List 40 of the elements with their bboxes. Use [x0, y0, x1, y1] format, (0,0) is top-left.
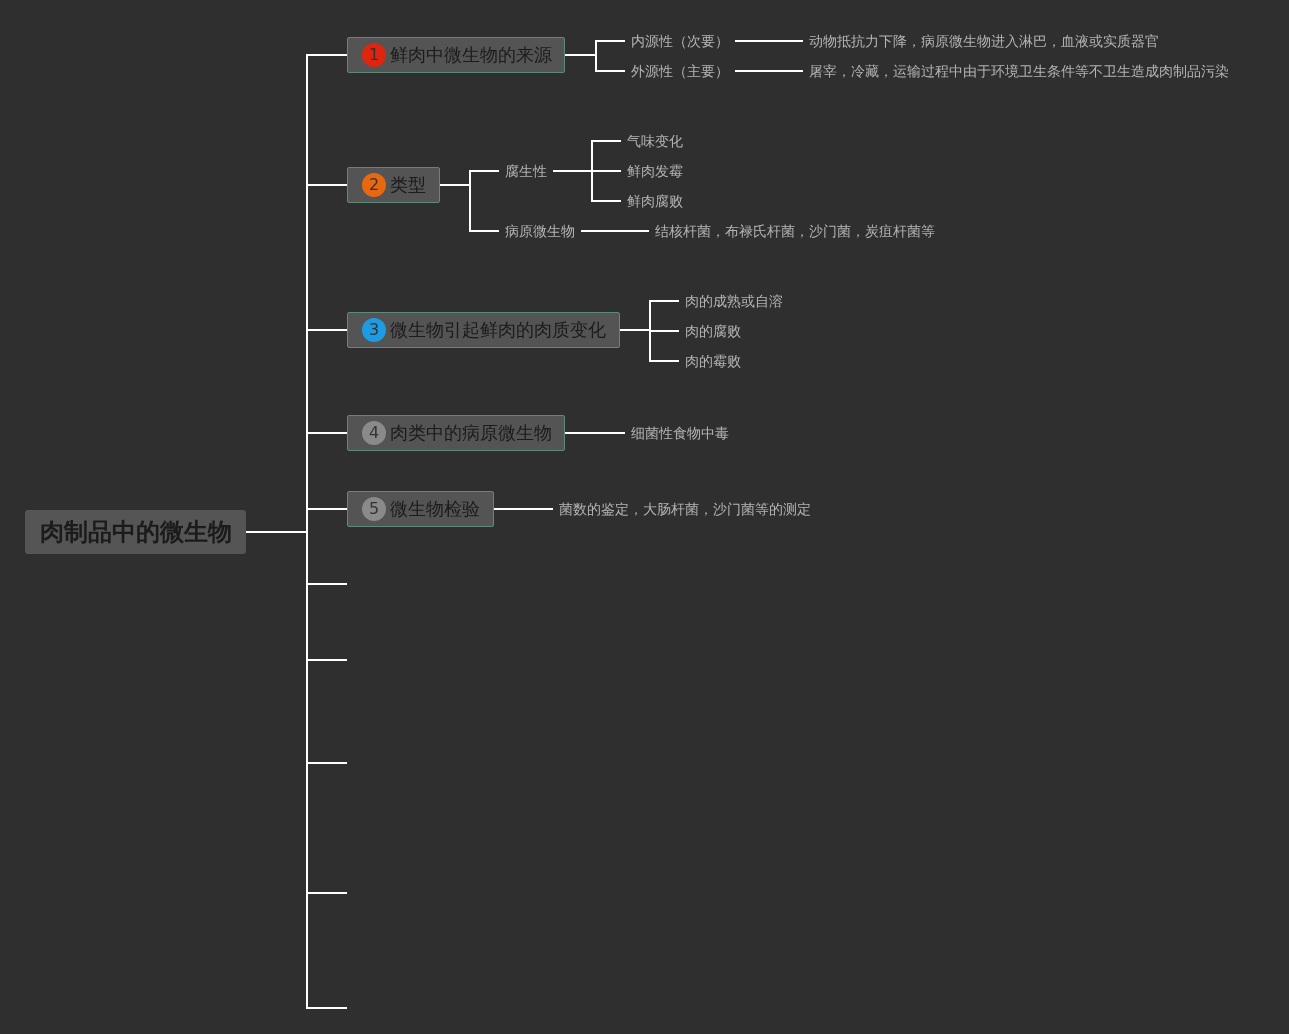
subtopic-text: 病原微生物 — [505, 221, 575, 241]
topic-box — [347, 37, 565, 73]
subtopic-text: 鲜肉腐败 — [627, 191, 683, 211]
subtopic-text: 鲜肉发霉 — [627, 161, 683, 181]
subtopic-text: 肉的霉败 — [685, 351, 741, 371]
subtopic-text: 外源性（主要） — [631, 61, 729, 81]
topic-box — [347, 167, 440, 203]
connector-line — [734, 40, 804, 42]
topic-label: 微生物引起鲜肉的肉质变化 — [390, 318, 606, 342]
topic-box — [347, 312, 620, 348]
connector-line — [439, 184, 500, 232]
number-badge: 5 — [362, 497, 386, 521]
topic-box — [347, 491, 494, 527]
subtopic-text: 腐生性 — [505, 161, 547, 181]
connector-line — [580, 230, 650, 232]
subtopic-text: 菌数的鉴定，大肠杆菌，沙门菌等的测定 — [559, 499, 811, 519]
topic-label: 类型 — [390, 173, 426, 197]
topic-box — [347, 415, 565, 451]
subtopic-text: 气味变化 — [627, 131, 683, 151]
connector-line — [734, 70, 804, 72]
root-topic-box: 肉制品中的微生物 — [25, 510, 246, 554]
subtopic-text: 肉的成熟或自溶 — [685, 291, 783, 311]
number-badge: 3 — [362, 318, 386, 342]
subtopic-text: 动物抵抗力下降，病原微生物进入淋巴，血液或实质器官 — [809, 31, 1159, 51]
connector-line — [493, 508, 554, 510]
number-badge: 1 — [362, 43, 386, 67]
topic-label: 微生物检验 — [390, 497, 480, 521]
subtopic-text: 结核杆菌，布禄氏杆菌，沙门菌，炭疽杆菌等 — [655, 221, 935, 241]
subtopic-text: 细菌性食物中毒 — [631, 423, 729, 443]
subtopic-text: 肉的腐败 — [685, 321, 741, 341]
subtopic-text: 屠宰，冷藏，运输过程中由于环境卫生条件等不卫生造成肉制品污染 — [809, 61, 1229, 81]
subtopic-text: 内源性（次要） — [631, 31, 729, 51]
number-badge: 2 — [362, 173, 386, 197]
number-badge: 4 — [362, 421, 386, 445]
connector-line — [619, 329, 680, 362]
topic-label: 肉类中的病原微生物 — [390, 421, 552, 445]
connector-line — [564, 432, 626, 434]
connector-line — [564, 54, 626, 72]
connector-line — [552, 170, 622, 202]
topic-label: 鲜肉中微生物的来源 — [390, 43, 552, 67]
